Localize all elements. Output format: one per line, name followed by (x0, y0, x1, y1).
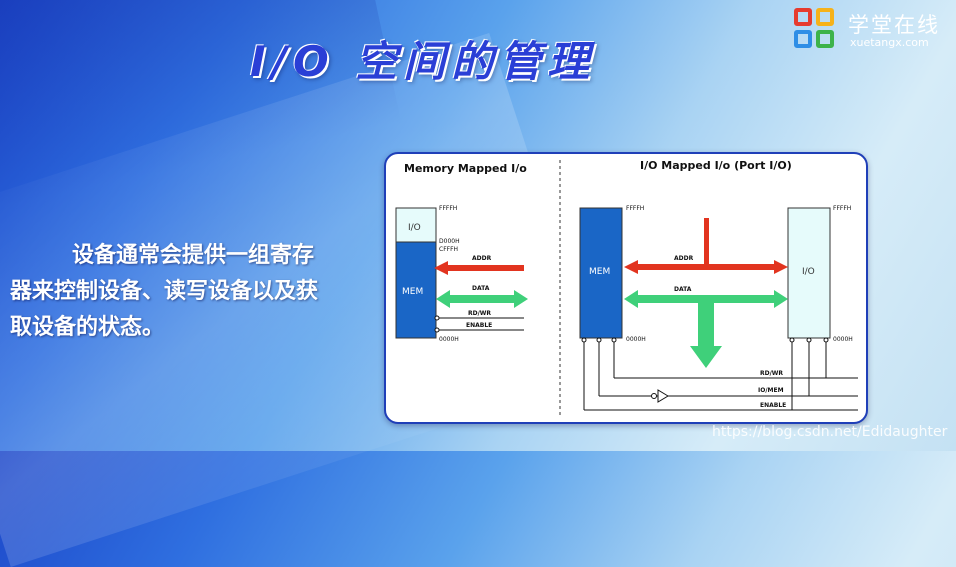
diagram-shape (581, 337, 587, 343)
left-addr-arrow (434, 261, 524, 275)
left-addr-d000h: D000H (439, 238, 460, 245)
right-iomem-label: IO/MEM (758, 387, 784, 394)
diagram-shape (596, 337, 602, 343)
right-heading: I/O Mapped I/o (Port I/O) (640, 159, 792, 172)
right-data-label: DATA (674, 286, 692, 293)
right-addr-label: ADDR (674, 255, 694, 262)
left-addr-label: ADDR (472, 255, 492, 262)
description-line: 设备通常会提供一组寄存 (72, 243, 315, 268)
diagram-shape (789, 337, 795, 343)
left-rdwr-pin (434, 315, 440, 321)
right-enable-label: ENABLE (760, 402, 786, 409)
right-io-label: I/O (802, 267, 815, 277)
logo-squares-icon (794, 8, 838, 52)
description-line: 器来控制设备、读写设备以及获 (10, 279, 319, 304)
right-mem-label: MEM (589, 267, 610, 277)
xuetangx-logo: 学堂在线 xuetangx.com (794, 8, 954, 52)
left-data-arrow (436, 290, 528, 308)
left-io-label: I/O (408, 223, 421, 233)
slide-title: I/O 空间的管理 (250, 37, 596, 86)
io-diagram-panel: Memory Mapped I/o I/O Mapped I/o (Port I… (384, 152, 868, 424)
diagram-shape (651, 393, 657, 399)
right-io-ffffh: FFFFH (833, 205, 851, 212)
diagram-shape (806, 337, 812, 343)
io-diagram: Memory Mapped I/o I/O Mapped I/o (Port I… (395, 159, 858, 418)
right-rdwr-label: RD/WR (760, 370, 783, 377)
left-addr-ffffh: FFFFH (439, 205, 457, 212)
left-enable-label: ENABLE (466, 322, 492, 329)
left-data-label: DATA (472, 285, 490, 292)
diagram-shape (823, 337, 829, 343)
left-rdwr-label: RD/WR (468, 310, 491, 317)
logo-domain: xuetangx.com (850, 36, 929, 49)
left-addr-cfffh: CFFFH (439, 246, 458, 253)
inverter-icon (657, 389, 669, 403)
right-addr-stem (704, 218, 709, 264)
right-addr-arrow (624, 260, 788, 274)
left-enable-pin (434, 327, 440, 333)
left-mem-label: MEM (402, 287, 423, 297)
description-text: 设备通常会提供一组寄存 器来控制设备、读写设备以及获 取设备的状态。 (10, 238, 350, 346)
right-mem-ffffh: FFFFH (626, 205, 644, 212)
right-data-down-arrow (690, 303, 722, 368)
right-io-0000h: 0000H (833, 336, 853, 343)
right-mem-block (579, 207, 623, 339)
logo-chinese-name: 学堂在线 (848, 13, 940, 37)
left-mem-block (395, 241, 437, 339)
left-io-block (395, 207, 437, 243)
right-mem-0000h: 0000H (626, 336, 646, 343)
left-heading: Memory Mapped I/o (404, 162, 527, 175)
right-io-block (787, 207, 831, 339)
diagram-shape (611, 337, 617, 343)
left-addr-0000h: 0000H (439, 336, 459, 343)
description-line: 取设备的状态。 (10, 315, 165, 340)
watermark: https://blog.csdn.net/Edidaughter (712, 424, 948, 440)
right-data-arrow (624, 290, 788, 308)
